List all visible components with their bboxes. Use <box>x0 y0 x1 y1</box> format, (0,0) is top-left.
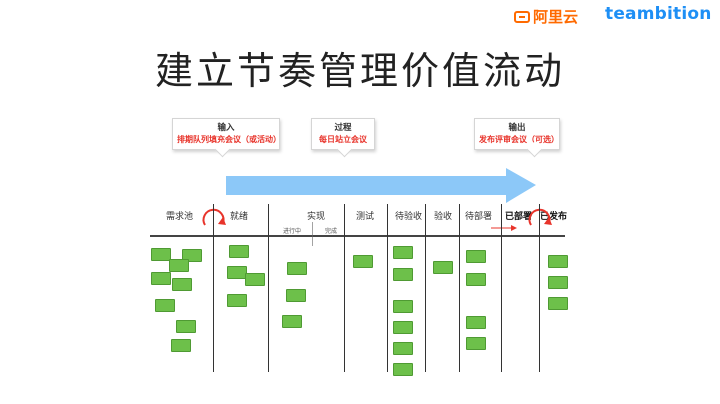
column-divider <box>539 204 540 372</box>
callout-process-title: 过程 <box>334 123 352 133</box>
task-card[interactable] <box>151 272 171 285</box>
column-header-released: 已发布 <box>540 212 568 222</box>
task-card[interactable] <box>169 259 189 272</box>
callout-output-subtitle: 发布评审会议（可选） <box>479 135 559 144</box>
callout-input: 输入 排期队列填充会议（或活动） <box>172 118 281 158</box>
task-card[interactable] <box>229 245 249 258</box>
task-card[interactable] <box>393 342 413 355</box>
column-header-ready: 就绪 <box>230 212 249 222</box>
column-header-implement: 实现 <box>307 212 326 222</box>
column-header-deployed: 已部署 <box>505 212 533 222</box>
callout-process: 过程 每日站立会议 <box>311 118 375 158</box>
teambition-logo: teambition <box>605 4 712 24</box>
task-card[interactable] <box>548 276 568 289</box>
subcolumn-done: 完成 <box>325 228 338 235</box>
aliyun-mark-icon <box>514 10 530 23</box>
task-card[interactable] <box>393 321 413 334</box>
task-card[interactable] <box>176 320 196 333</box>
board-baseline <box>150 235 565 237</box>
task-card[interactable] <box>287 262 307 275</box>
slide-title: 建立节奏管理价值流动 <box>154 49 565 93</box>
aliyun-logo: 阿里云 <box>514 6 578 27</box>
task-card[interactable] <box>155 299 175 312</box>
column-divider <box>213 204 214 372</box>
flow-arrow <box>226 168 536 203</box>
task-card[interactable] <box>466 337 486 350</box>
callout-input-subtitle: 排期队列填充会议（或活动） <box>177 135 281 144</box>
task-card[interactable] <box>282 315 302 328</box>
task-card[interactable] <box>286 289 306 302</box>
task-card[interactable] <box>466 316 486 329</box>
column-divider <box>387 204 388 372</box>
callout-process-subtitle: 每日站立会议 <box>319 135 367 144</box>
task-card[interactable] <box>548 297 568 310</box>
cycle-arrow-icon <box>202 208 226 226</box>
task-card[interactable] <box>171 339 191 352</box>
column-divider <box>425 204 426 372</box>
task-card[interactable] <box>227 294 247 307</box>
column-header-pending-deploy: 待部署 <box>465 212 493 222</box>
column-divider <box>268 204 269 372</box>
column-divider <box>501 204 502 372</box>
column-header-acceptance: 验收 <box>434 212 453 222</box>
cycle-arrow-icon <box>528 208 552 226</box>
task-card[interactable] <box>548 255 568 268</box>
task-card[interactable] <box>393 246 413 259</box>
task-card[interactable] <box>393 268 413 281</box>
task-card[interactable] <box>227 266 247 279</box>
task-card[interactable] <box>151 248 171 261</box>
subcolumn-divider <box>312 222 313 246</box>
task-card[interactable] <box>353 255 373 268</box>
callout-output-title: 输出 <box>508 123 526 133</box>
task-card[interactable] <box>182 249 202 262</box>
task-card[interactable] <box>393 300 413 313</box>
column-header-pending-acceptance: 待验收 <box>395 212 423 222</box>
column-header-backlog: 需求池 <box>166 212 194 222</box>
column-divider <box>459 204 460 372</box>
column-header-test: 测试 <box>356 212 375 222</box>
callout-output: 输出 发布评审会议（可选） <box>474 118 560 158</box>
callout-input-title: 输入 <box>217 123 235 133</box>
subcolumn-in-progress: 进行中 <box>283 228 302 235</box>
task-card[interactable] <box>172 278 192 291</box>
task-card[interactable] <box>466 273 486 286</box>
task-card[interactable] <box>466 250 486 263</box>
move-arrow-icon <box>491 225 517 231</box>
task-card[interactable] <box>245 273 265 286</box>
task-card[interactable] <box>393 363 413 376</box>
aliyun-logo-text: 阿里云 <box>533 8 579 26</box>
task-card[interactable] <box>433 261 453 274</box>
column-divider <box>344 204 345 372</box>
